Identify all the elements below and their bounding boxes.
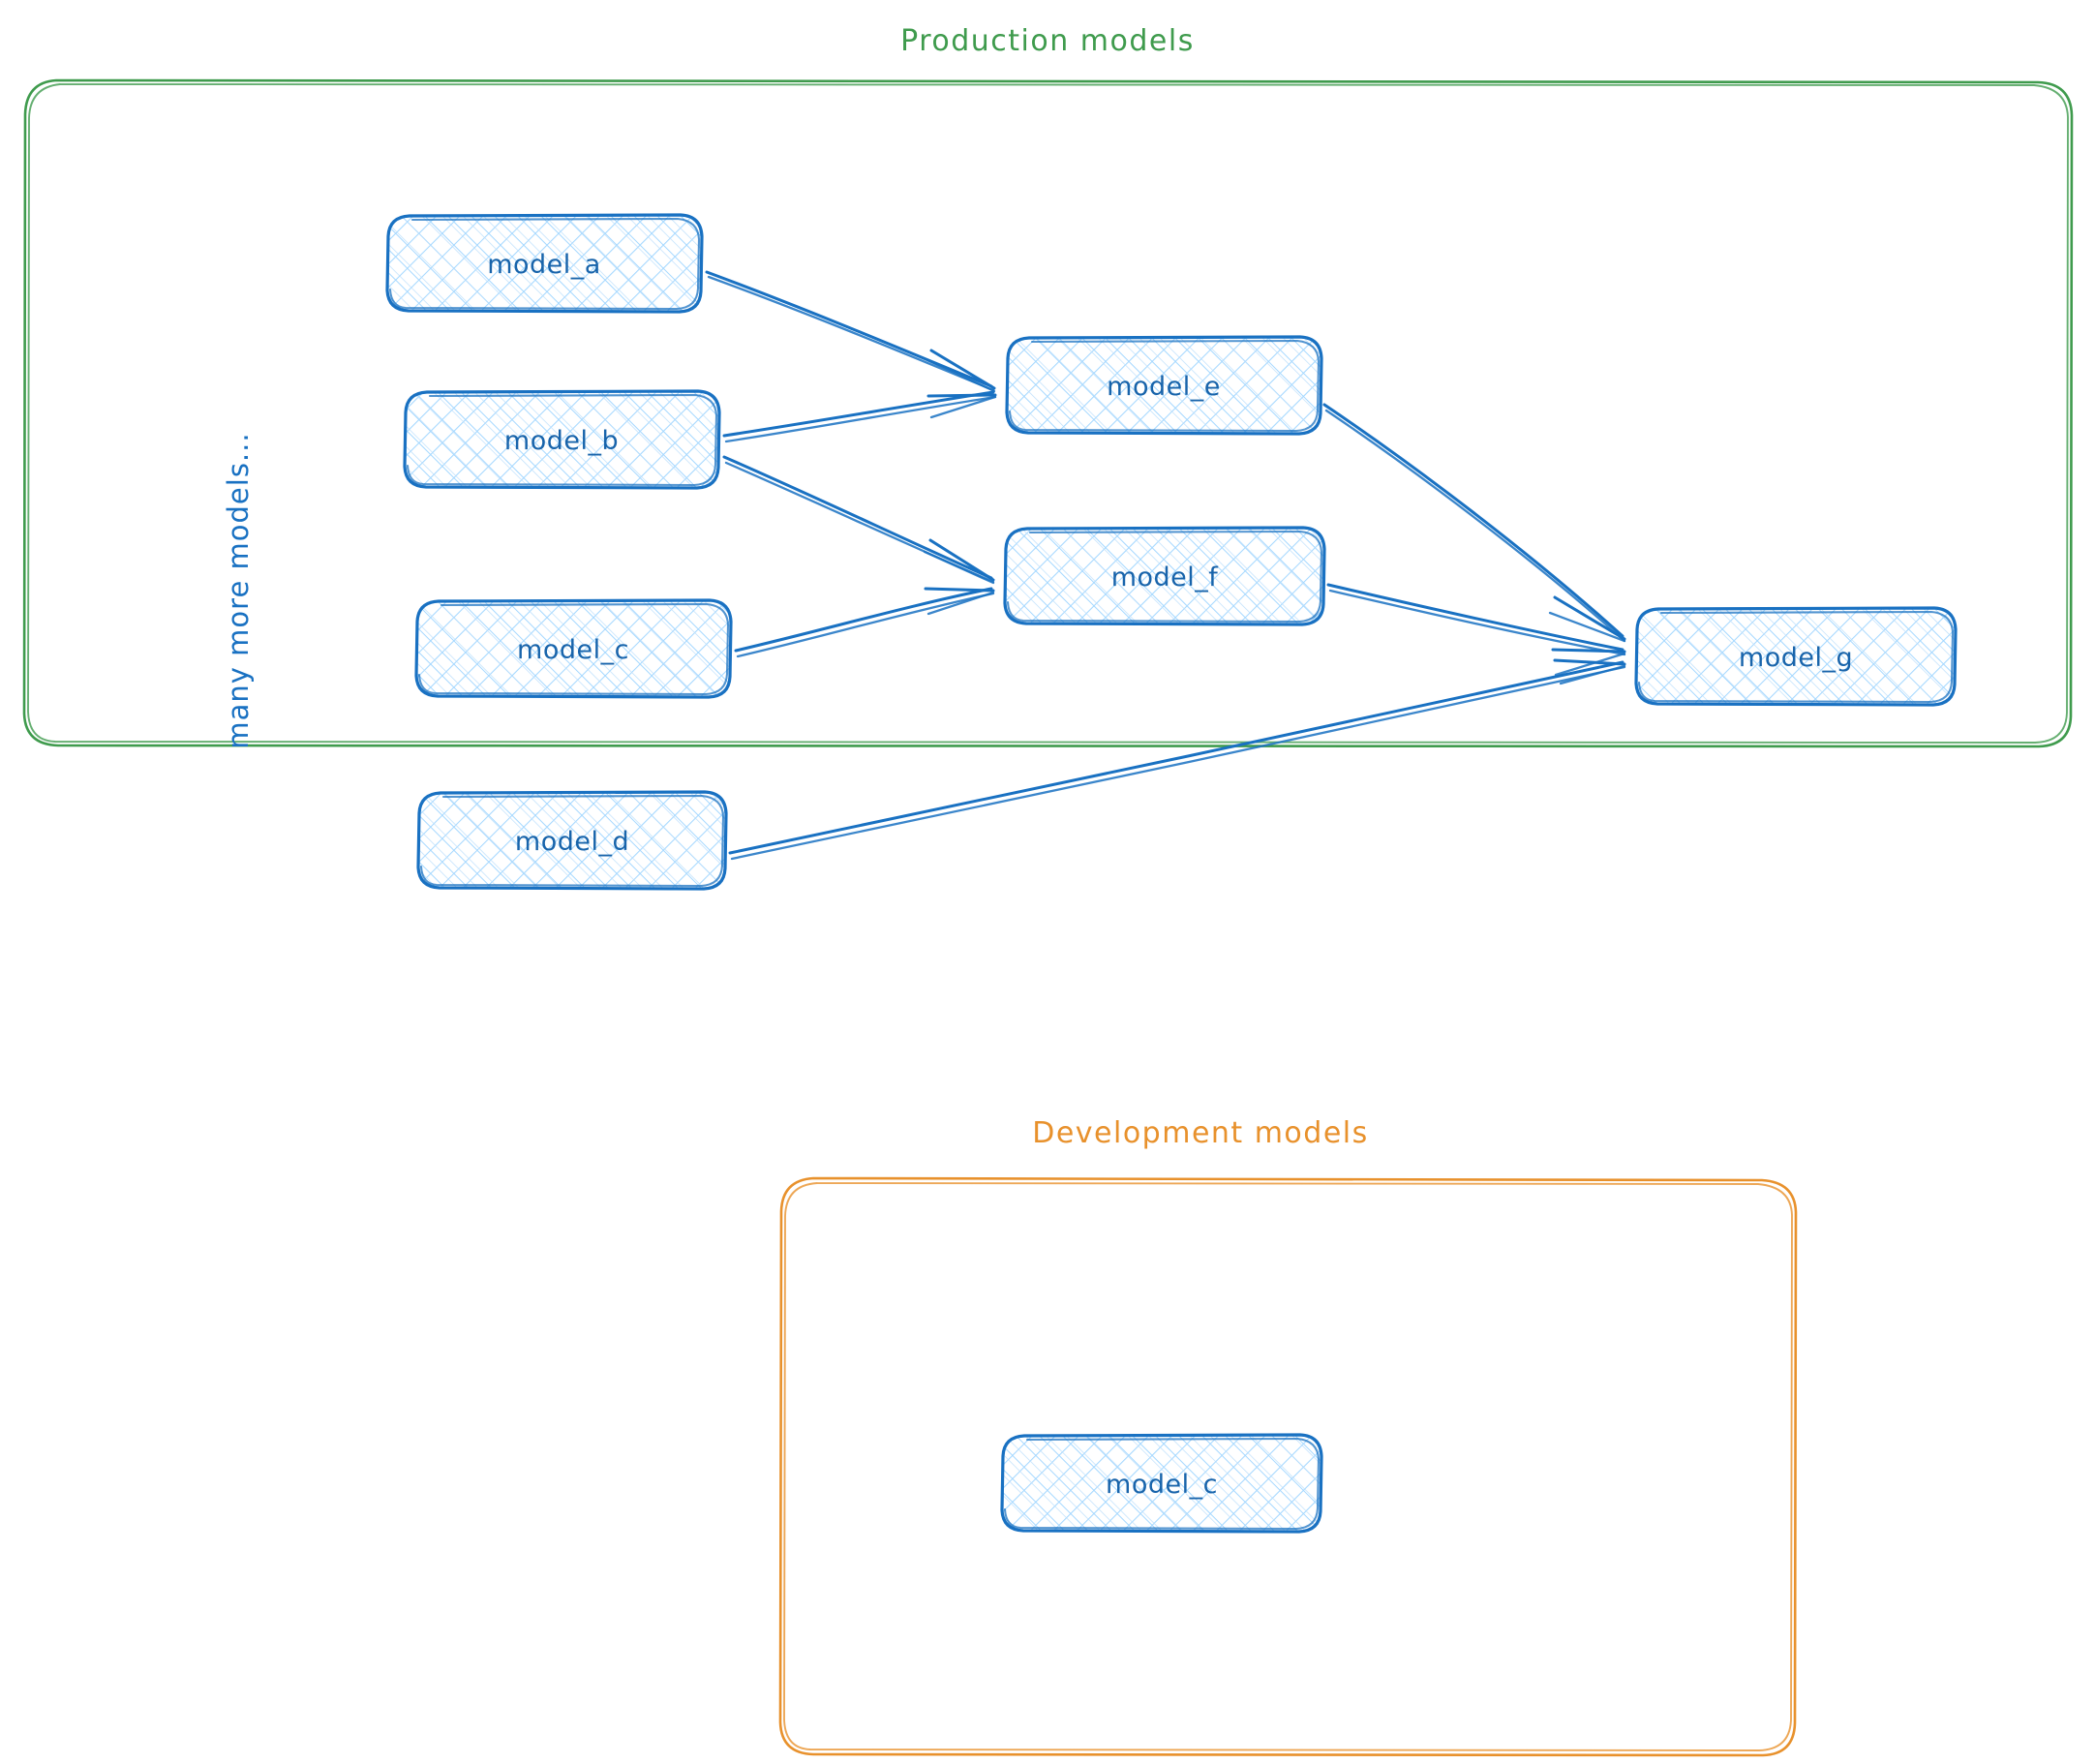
- node-model-e[interactable]: model_e: [1005, 335, 1323, 436]
- edges-layer: [705, 270, 1626, 861]
- group-container-production: [22, 78, 2074, 748]
- node-label-model-d: model_d: [515, 827, 629, 857]
- edge-model-d-to-model-g: [728, 658, 1626, 861]
- group-label-production: Production models: [900, 24, 1195, 58]
- node-model-d[interactable]: model_d: [416, 790, 728, 891]
- node-label-model-e: model_e: [1107, 372, 1221, 402]
- node-model-f[interactable]: model_f: [1003, 526, 1326, 626]
- node-model-b[interactable]: model_b: [403, 389, 721, 490]
- side-label-many-more-models: many more models...: [222, 432, 255, 748]
- node-label-model-a: model_a: [487, 250, 601, 280]
- edge-model-e-to-model-g: [1322, 403, 1626, 643]
- node-label-model-g: model_g: [1739, 643, 1853, 673]
- edge-model-b-to-model-f: [722, 455, 995, 585]
- node-model-a[interactable]: model_a: [385, 213, 704, 314]
- group-label-development: Development models: [1032, 1116, 1369, 1150]
- group-container-development: [778, 1176, 1798, 1757]
- node-label-model-b: model_b: [504, 426, 619, 456]
- node-label-model-f: model_f: [1111, 563, 1220, 593]
- edge-model-f-to-model-g: [1326, 583, 1626, 677]
- edge-model-c-to-model-f: [734, 587, 995, 658]
- node-label-model-c: model_c: [517, 635, 629, 665]
- node-model-c-dev[interactable]: model_c: [1000, 1433, 1323, 1534]
- node-label-model-c-dev: model_c: [1106, 1470, 1218, 1500]
- node-model-c[interactable]: model_c: [414, 598, 733, 699]
- edge-model-a-to-model-e: [705, 270, 996, 393]
- node-model-g[interactable]: model_g: [1634, 606, 1958, 707]
- edge-model-b-to-model-e: [722, 390, 997, 443]
